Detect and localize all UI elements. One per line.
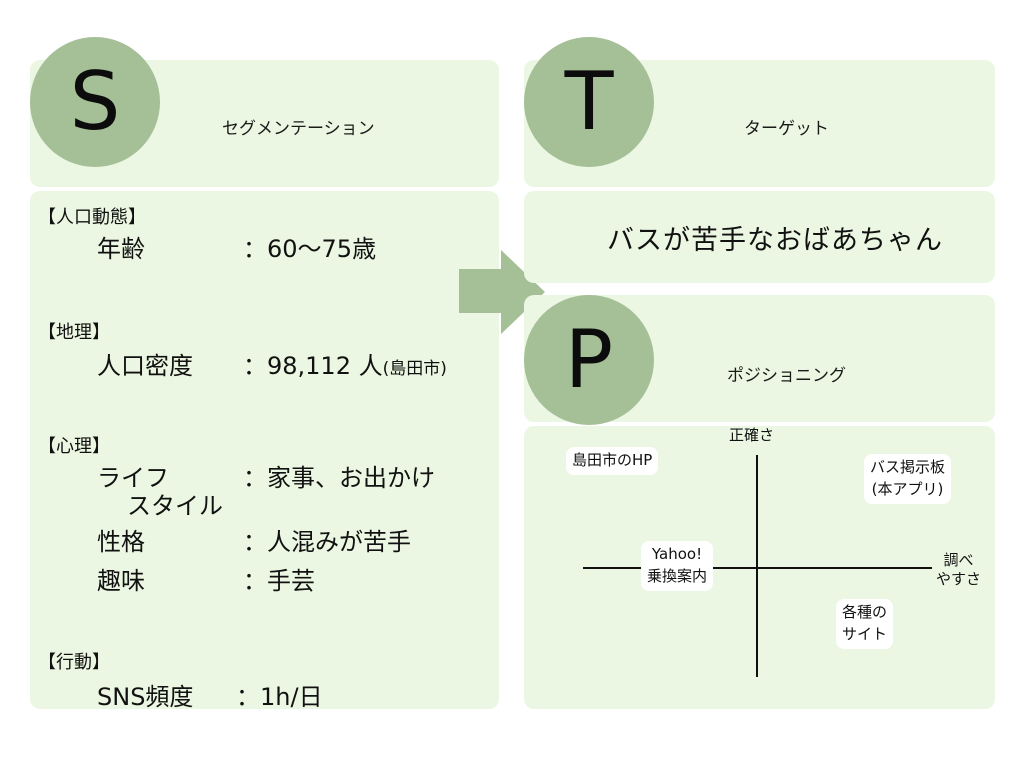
row-label-hobby: 趣味 [97,567,145,595]
targeting-title: ターゲット [744,119,829,139]
section-heading-psychographics: 【心理】 [38,436,110,457]
row-value-sns-frequency: ：1h/日 [236,683,323,711]
map-item-various-line2: サイト [842,624,888,643]
map-item-various-sites: 各種の サイト [836,599,894,649]
row-label-lifestyle-line2: スタイル [127,492,223,520]
right-arrow-shape [459,250,545,334]
axis-label-accuracy: 正確さ [729,426,775,444]
segmentation-title: セグメンテーション [222,119,375,139]
segmentation-body-panel [30,191,499,709]
axis-label-ease-of-search: 調べ やすさ [936,551,981,589]
axis-label-ease-line2: やすさ [936,569,982,588]
positioning-letter-circle: P [524,295,654,425]
right-arrow-icon [459,250,545,334]
positioning-title: ポジショニング [727,366,846,386]
map-item-bus-board-line2: (本アプリ) [871,479,944,498]
map-item-bus-board-line1: バス掲示板 [870,458,946,476]
row-value-hobby: ：手芸 [243,567,315,595]
row-label-population-density: 人口密度 [97,352,193,380]
density-value-text: ：98,112 人 [243,352,383,380]
row-label-lifestyle: ライフ [97,464,169,492]
density-note: (島田市) [382,359,447,379]
targeting-letter-circle: T [524,37,654,167]
axis-label-ease-line1: 調べ [943,551,974,569]
map-item-yahoo-line2: 乗換案内 [647,566,708,585]
row-label-personality: 性格 [97,528,145,556]
row-value-lifestyle: ：家事、お出かけ [243,464,435,492]
row-label-age: 年齢 [97,235,145,263]
section-heading-demographics: 【人口動態】 [38,207,146,228]
section-heading-geography: 【地理】 [38,322,110,343]
row-value-personality: ：人混みが苦手 [243,528,411,556]
targeting-body-panel [524,191,995,283]
row-value-age: ：60～75歳 [243,235,377,263]
map-item-shimada-line1: 島田市のHP [572,451,653,469]
map-item-various-line1: 各種の [842,603,888,621]
section-heading-behavior: 【行動】 [38,652,110,673]
map-item-yahoo-transit: Yahoo! 乗換案内 [641,541,714,591]
map-item-shimada-city-hp: 島田市のHP [566,447,659,475]
map-item-bus-board-app: バス掲示板 (本アプリ) [864,454,952,504]
target-persona-text: バスが苦手なおばあちゃん [607,225,943,256]
segmentation-letter-circle: S [30,37,160,167]
map-item-yahoo-line1: Yahoo! [651,545,703,563]
row-label-sns-frequency: SNS頻度 [97,683,194,711]
row-value-population-density: ：98,112 人(島田市) [243,346,447,381]
